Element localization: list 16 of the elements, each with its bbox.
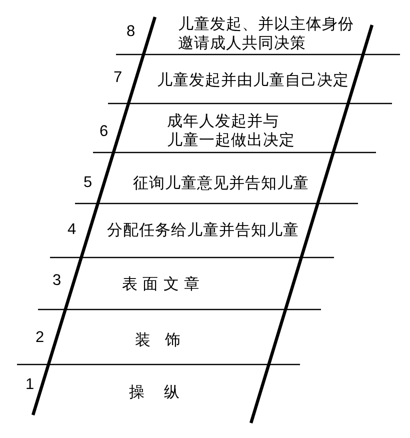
step-label: 儿童发起并由儿童自己决定 [157, 70, 349, 90]
step-number: 5 [84, 174, 92, 192]
step-number: 6 [100, 123, 108, 141]
step-label: 征询儿童意见并告知儿童 [133, 174, 309, 192]
step-label: 儿童发起、并以主体身份邀请成人共同决策 [178, 14, 354, 52]
step-number: 3 [52, 272, 62, 290]
step-number: 4 [68, 221, 76, 239]
step-label: 装饰 [135, 330, 181, 350]
step-label: 操纵 [129, 382, 180, 402]
step-number: 1 [26, 376, 34, 394]
step-label: 表面文章 [122, 274, 200, 294]
step-number: 8 [126, 23, 136, 41]
step-label: 成年人发起并与儿童一起做出决定 [167, 112, 295, 150]
step-number: 7 [114, 69, 122, 87]
step-number: 2 [36, 329, 44, 347]
step-label: 分配任务给儿童并告知儿童 [107, 220, 299, 240]
